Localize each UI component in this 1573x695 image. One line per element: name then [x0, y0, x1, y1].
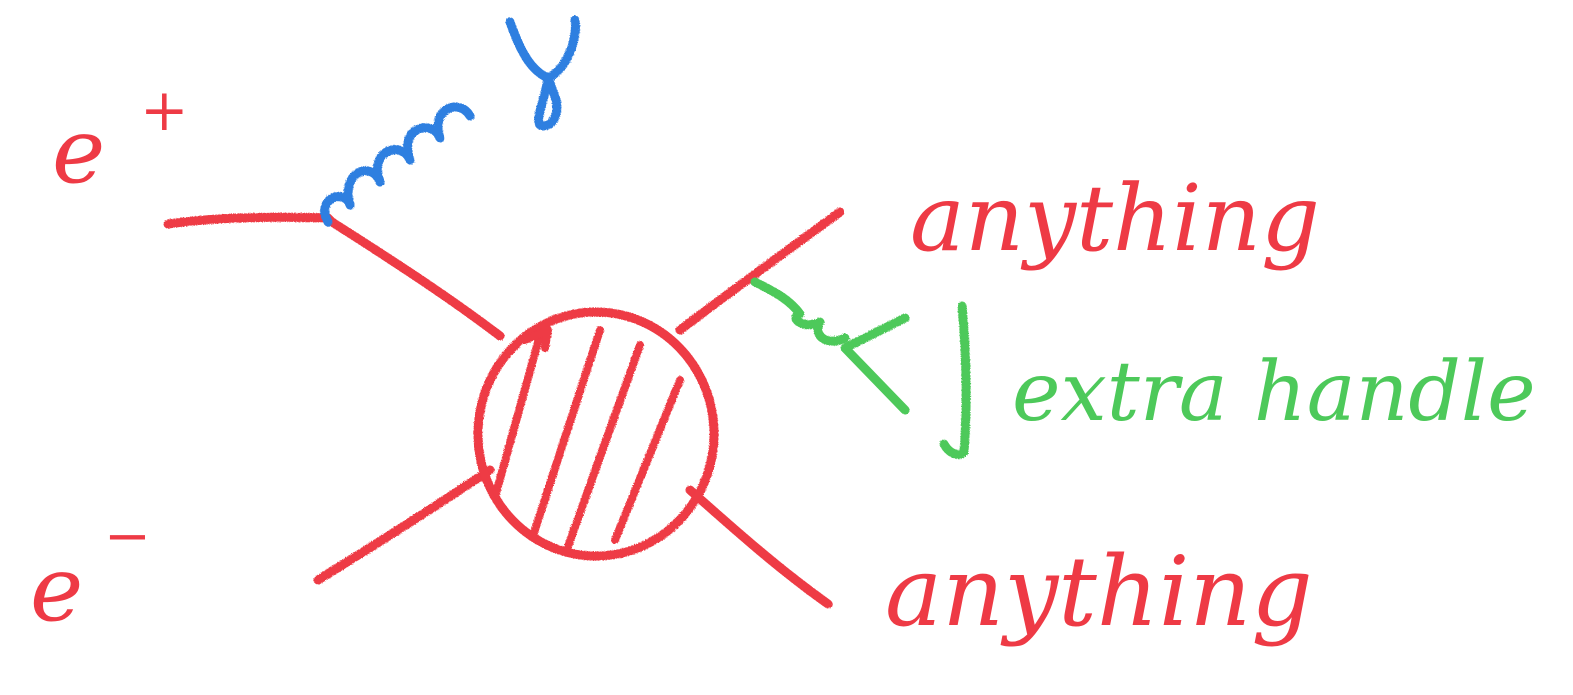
blob-hatching — [486, 326, 684, 556]
electron-line — [313, 465, 495, 585]
electron-label: e − — [30, 504, 151, 642]
extra-bracket-icon — [939, 301, 971, 459]
interaction-blob — [473, 307, 719, 561]
photon-gamma-icon — [505, 15, 580, 131]
outgoing-bottom-line — [685, 485, 833, 609]
outgoing-top-line — [675, 207, 845, 335]
electron-charge: − — [104, 504, 151, 569]
positron-line — [163, 212, 505, 341]
extra-hadron-label: extra handle — [1012, 345, 1536, 440]
photon-line — [320, 102, 475, 227]
outgoing-bottom-label: anything — [885, 536, 1313, 648]
electron-letter: e — [30, 537, 83, 642]
positron-charge: + — [140, 76, 189, 144]
outgoing-top-label: anything — [910, 165, 1320, 272]
extra-hadron-line — [750, 277, 850, 346]
extra-hadron-arrow-icon — [840, 313, 910, 415]
positron-letter: e — [52, 99, 105, 204]
positron-label: e + — [52, 76, 189, 204]
